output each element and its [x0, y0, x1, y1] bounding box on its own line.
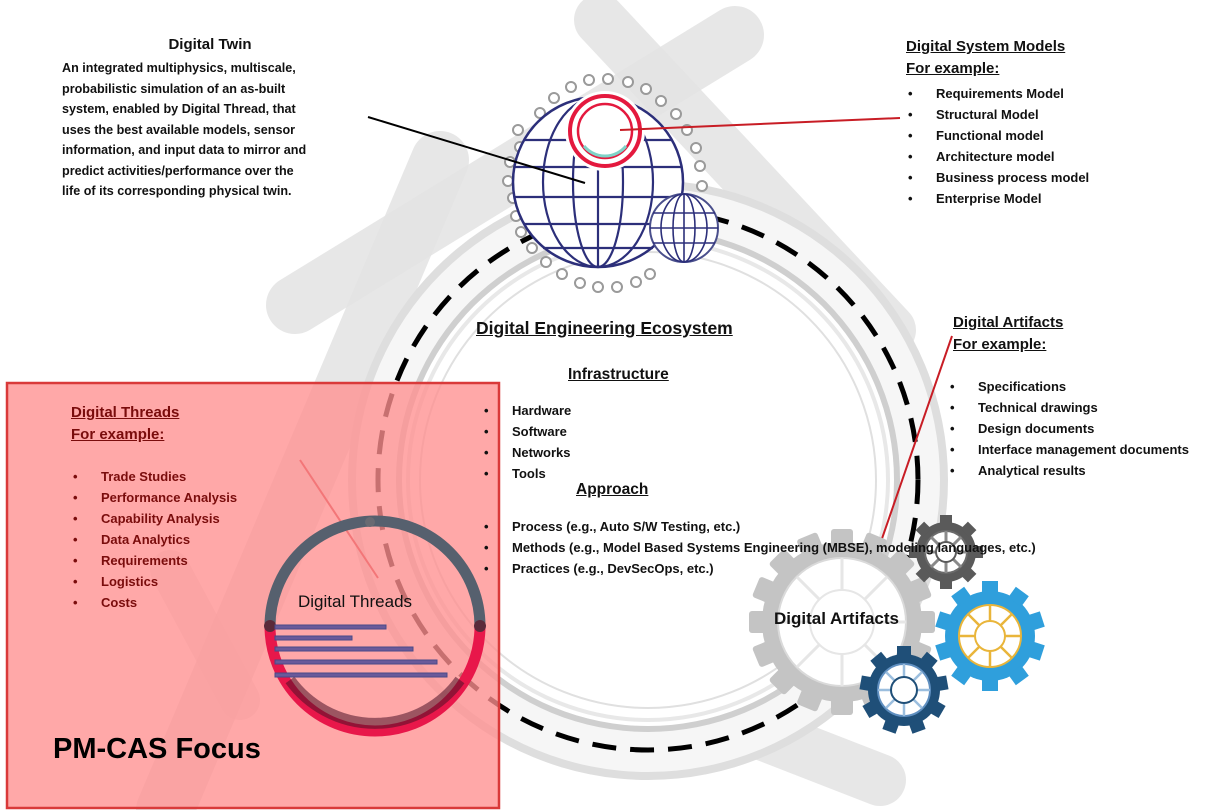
list-item: Business process model [908, 167, 1089, 188]
list-item: Requirements [73, 550, 237, 571]
list-item: Interface management documents [950, 439, 1189, 460]
list-item: Requirements Model [908, 83, 1089, 104]
list-item: Hardware [484, 400, 571, 421]
artifacts-title: Digital Artifacts [953, 314, 1064, 331]
digital-twin-line: system, enabled by Digital Thread, that [62, 102, 296, 116]
digital-twin-line: life of its corresponding physical twin. [62, 184, 292, 198]
list-item: Software [484, 421, 571, 442]
approach-title: Approach [576, 481, 649, 498]
list-item: Trade Studies [73, 466, 237, 487]
threads-circle-label: Digital Threads [298, 592, 413, 611]
threads-heading: Digital Threads For example: [71, 402, 179, 446]
list-item: Methods (e.g., Model Based Systems Engin… [484, 537, 1036, 558]
digital-twin-title: Digital Twin [168, 36, 252, 53]
digital-twin-line: predict activities/performance over the [62, 163, 294, 178]
system-models-marker [565, 91, 645, 171]
list-item: Architecture model [908, 146, 1089, 167]
list-item: Analytical results [950, 460, 1189, 481]
system-models-subtitle: For example: [906, 60, 1000, 77]
list-item: Structural Model [908, 104, 1089, 125]
list-item: Practices (e.g., DevSecOps, etc.) [484, 558, 782, 579]
list-item: Technical drawings [950, 397, 1189, 418]
infrastructure-list: Hardware Software Networks Tools [484, 400, 571, 484]
digital-threads-circle [264, 515, 486, 737]
digital-twin-line: information, and input data to mirror an… [62, 143, 307, 157]
artifacts-list: Specifications Technical drawings Design… [950, 376, 1189, 481]
artifacts-subtitle: For example: [953, 336, 1047, 353]
digital-twin-description: An integrated multiphysics, multiscale, … [62, 58, 382, 202]
list-item: Performance Analysis [73, 487, 237, 508]
list-item: Logistics [73, 571, 237, 592]
list-item: Process (e.g., Auto S/W Testing, etc.) [484, 516, 782, 537]
threads-subtitle: For example: [71, 426, 165, 443]
list-item: Capability Analysis [73, 508, 237, 529]
artifacts-gear-label: Digital Artifacts [774, 609, 900, 628]
list-item: Enterprise Model [908, 188, 1089, 209]
list-item: Design documents [950, 418, 1189, 439]
artifacts-gears [749, 515, 1045, 734]
system-models-heading: Digital System Models For example: [906, 36, 1065, 80]
threads-title: Digital Threads [71, 404, 180, 421]
system-models-list: Requirements Model Structural Model Func… [908, 83, 1089, 209]
list-item: Specifications [950, 376, 1189, 397]
digital-twin-line: uses the best available models, sensor [62, 122, 296, 137]
list-item: Tools [484, 463, 571, 484]
gear-blue-icon [935, 581, 1045, 691]
ecosystem-title: Digital Engineering Ecosystem [476, 318, 733, 338]
pm-cas-focus-label: PM-CAS Focus [53, 733, 261, 765]
list-item: Functional model [908, 125, 1089, 146]
list-item: Costs [73, 592, 237, 613]
system-models-title: Digital System Models [906, 38, 1066, 55]
threads-list: Trade Studies Performance Analysis Capab… [73, 466, 237, 613]
artifacts-heading: Digital Artifacts For example: [953, 312, 1063, 356]
digital-twin-line: probabilistic simulation of an as-built [62, 81, 286, 96]
gear-navy-icon [859, 646, 949, 734]
list-item: Networks [484, 442, 571, 463]
digital-twin-line: An integrated multiphysics, multiscale, [62, 61, 296, 75]
small-globe [649, 193, 719, 263]
list-item: Data Analytics [73, 529, 237, 550]
infrastructure-title: Infrastructure [568, 366, 669, 383]
approach-list: Process (e.g., Auto S/W Testing, etc.) M… [484, 516, 1036, 579]
